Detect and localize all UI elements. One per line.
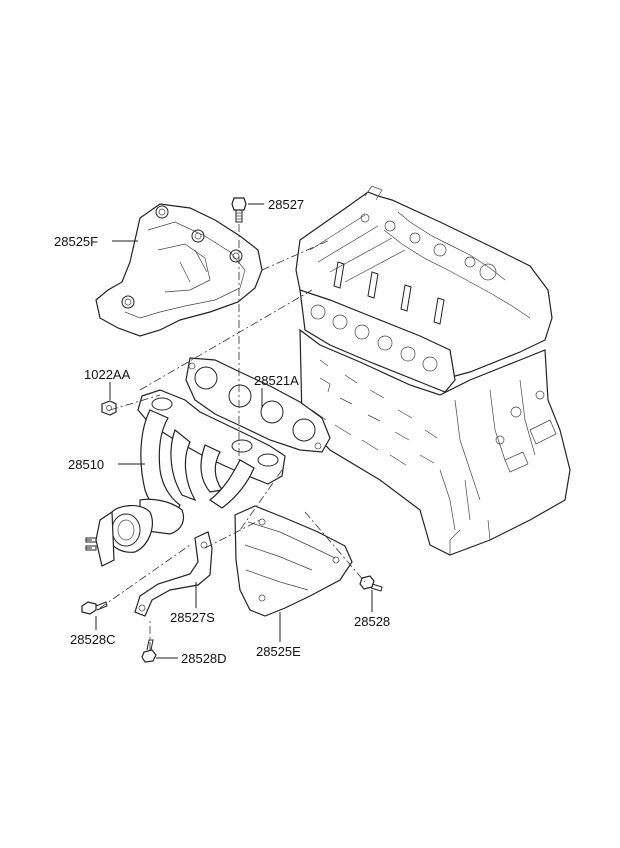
leader-lines (95, 203, 373, 659)
label-28528D: 28528D (181, 651, 227, 666)
bolt-28528D (141, 639, 157, 663)
label-28525F: 28525F (54, 234, 98, 249)
label-1022AA: 1022AA (84, 367, 131, 382)
lower-heat-shield-28525E (234, 505, 353, 617)
label-28527S: 28527S (170, 610, 215, 625)
label-28510: 28510 (68, 457, 104, 472)
nut-1022AA (101, 400, 117, 416)
label-28528: 28528 (354, 614, 390, 629)
bolt-28528 (359, 575, 383, 592)
engine-block-illustration (295, 185, 571, 556)
bolt-28528C (81, 601, 108, 615)
assembly-center-lines (99, 224, 366, 650)
upper-heat-shield-28525F (95, 203, 263, 337)
label-28528C: 28528C (70, 632, 116, 647)
bolt-28527 (231, 197, 247, 223)
label-28527: 28527 (268, 197, 304, 212)
label-28525E: 28525E (256, 644, 301, 659)
exhaust-manifold-28510 (85, 389, 286, 567)
bracket-28527S (134, 531, 213, 617)
manifold-gasket-28521A (185, 357, 331, 453)
label-28521A: 28521A (254, 373, 299, 388)
